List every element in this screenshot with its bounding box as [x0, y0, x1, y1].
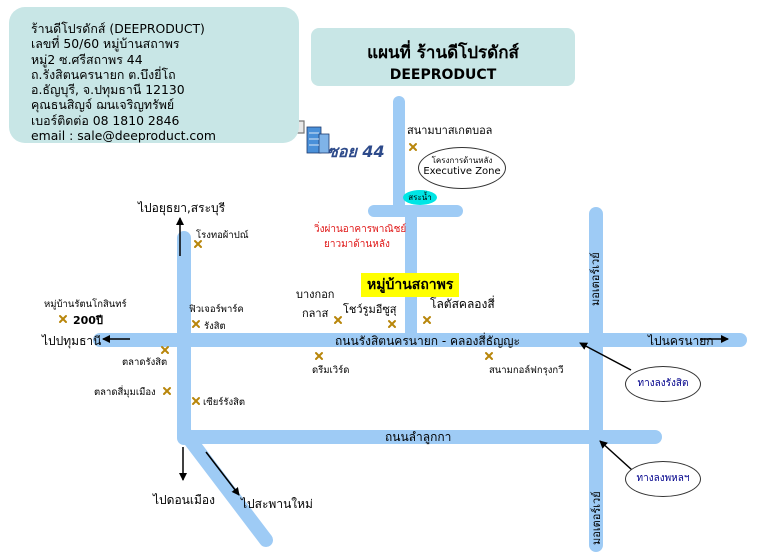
map-title-thai: แผนที่ ร้านดีโปรดักส์	[367, 43, 519, 63]
location-marker-icon	[334, 316, 342, 324]
arrow-southeast-icon	[205, 451, 240, 496]
future-park-rangsit-label: รังสิต	[204, 321, 226, 332]
future-park-label: ฟิวเจอร์พาร์ค	[189, 304, 244, 315]
address-line: เลขที่ 50/60 หมู่บ้านสถาพร	[31, 36, 180, 52]
route-note-2: ยาวมาด้านหลัง	[324, 239, 390, 250]
basketball-court-label: สนามบาสเกตบอล	[407, 124, 493, 137]
arrow-to-phahon-icon	[599, 440, 633, 471]
address-line: หมู่2 ซ.ศรีสถาพร 44	[31, 51, 143, 67]
to-don-mueang-label: ไปดอนเมือง	[153, 493, 215, 507]
zeer-rangsit-label: เซียร์รังสิต	[203, 397, 246, 408]
phone-number: เบอร์ติดต่อ 08 1810 2846	[31, 112, 180, 128]
shop-address: ร้านดีโปรดักส์ (DEEPRODUCT) เลขที่ 50/60…	[31, 21, 216, 143]
location-marker-icon	[59, 315, 67, 323]
location-marker-icon	[192, 320, 200, 328]
map-title-english: DEEPRODUCT	[389, 67, 497, 83]
talad-rangsit-label: ตลาดรังสิต	[122, 357, 168, 368]
location-marker-icon	[163, 387, 171, 395]
project-behind-label: โครงการด้านหลัง	[431, 156, 493, 165]
to-saphan-mai-label: ไปสะพานใหม่	[241, 497, 313, 511]
email-address: email : sale@deeproduct.com	[31, 128, 216, 144]
arrow-to-rangsit-icon	[579, 342, 632, 371]
lam-luk-ka-road-label: ถนนลำลูกกา	[385, 430, 452, 444]
route-note-1: วิ่งผ่านอาคารพาณิชย์	[314, 224, 407, 235]
markers	[59, 143, 493, 405]
to-ayutthaya-label: ไปอยุธยา,สระบุรี	[138, 201, 226, 215]
diagonal-road	[177, 425, 273, 547]
location-marker-icon	[423, 316, 431, 324]
to-nakhon-nayok-label: ไปนครนายก	[648, 334, 714, 348]
isuzu-showroom-label: โชว์รูมอีซูสุ	[343, 303, 397, 316]
talad-si-mum-mueang-label: ตลาดสี่มุมเมือง	[94, 387, 156, 398]
to-pathum-thani-label: ไปปทุมธานี	[42, 334, 102, 348]
textile-factory-label: โรงทอผ้าปณ์	[196, 230, 249, 241]
motorway-label-top: มอเตอร์เวย์	[589, 252, 602, 306]
lotus-khlong-si-label: โลตัสคลองสี่	[430, 297, 495, 311]
bangkok-glass-label-2: กลาส	[302, 307, 329, 320]
rattanakosin-village-label: หมู่บ้านรัตนโกสินทร์	[44, 299, 127, 310]
map-title-panel: แผนที่ ร้านดีโปรดักส์ DEEPRODUCT	[311, 28, 575, 86]
executive-zone-name: Executive Zone	[423, 166, 501, 177]
address-line: อ.ธัญบุรี, จ.ปทุมธานี 12130	[31, 82, 185, 98]
rattanakosin-200-label: 200ปี	[73, 314, 103, 327]
pond-label: สระน้ำ	[403, 190, 437, 205]
motorway-label-bottom: มอเตอร์เวย์	[590, 491, 603, 545]
to-phahon-exit-label: ทางลงพหลฯ	[625, 461, 701, 497]
building-icon	[306, 126, 330, 154]
soi-44-label: ซอย 44	[327, 142, 385, 161]
location-marker-icon	[388, 320, 396, 328]
contact-name: คุณธนสิญจ์ ฌนเจริญทรัพย์	[31, 97, 175, 113]
bangkok-glass-label-1: บางกอก	[296, 288, 335, 301]
dream-world-label: ดรีมเวิร์ด	[312, 365, 350, 376]
address-line: ถ.รังสิตนครนายก ต.บึงยี่โถ	[31, 66, 176, 82]
rangsit-nakhon-nayok-road-label: ถนนรังสิตนครนายก - คลองสี่ธัญญะ	[335, 334, 520, 348]
location-marker-icon	[485, 352, 493, 360]
shop-info-panel: ร้านดีโปรดักส์ (DEEPRODUCT) เลขที่ 50/60…	[9, 7, 299, 143]
shop-name: ร้านดีโปรดักส์ (DEEPRODUCT)	[31, 21, 205, 36]
village-label: หมู่บ้านสถาพร	[361, 273, 460, 297]
location-marker-icon	[161, 346, 169, 354]
roads	[93, 96, 747, 552]
location-marker-icon	[409, 143, 417, 151]
to-rangsit-exit-label: ทางลงรังสิต	[625, 366, 701, 402]
location-marker-icon	[194, 240, 202, 248]
executive-zone-label: โครงการด้านหลัง Executive Zone	[418, 147, 506, 189]
location-marker-icon	[315, 352, 323, 360]
location-marker-icon	[192, 397, 200, 405]
golf-course-label: สนามกอล์ฟกรุงกวี	[489, 365, 564, 376]
